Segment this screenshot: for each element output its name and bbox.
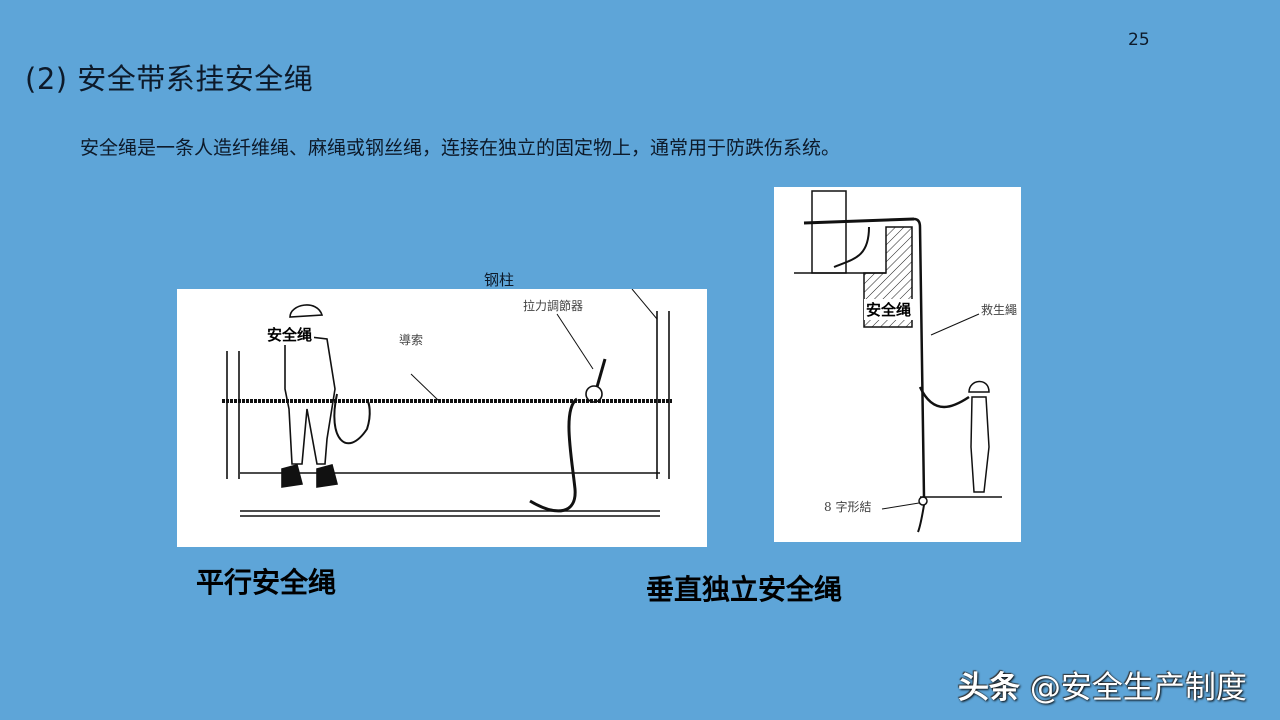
watermark-platform: 头条 xyxy=(958,670,1020,706)
vertical-lifeline-drawing xyxy=(794,190,1002,533)
page-number: 25 xyxy=(1128,30,1150,50)
safety-rope-label: 安全绳 xyxy=(864,299,914,320)
tensioner-label: 拉力調節器 xyxy=(523,299,584,313)
watermark-account: @安全生产制度 xyxy=(1029,670,1247,706)
horizontal-lifeline-caption: 平行安全绳 xyxy=(196,566,337,599)
horizontal-lifeline-drawing xyxy=(222,289,672,517)
vertical-lifeline-caption: 垂直独立安全绳 xyxy=(646,573,843,606)
guide-cable-label: 導索 xyxy=(399,333,424,347)
intro-text: 安全绳是一条人造纤维绳、麻绳或钢丝绳，连接在独立的固定物上，通常用于防跌伤系统。 xyxy=(80,137,841,159)
watermark: 头条 @安全生产制度 xyxy=(958,662,1247,707)
horizontal-lifeline-illustration: 安全绳 導索 拉力調節器 xyxy=(177,289,707,547)
figure-eight-knot-label: 8 字形結 xyxy=(824,500,872,514)
slide-title: (2) 安全带系挂安全绳 xyxy=(25,62,314,96)
lifeline-label: 救生繩 xyxy=(981,303,1018,317)
vertical-lifeline-illustration: 安全绳 救生繩 8 字形結 xyxy=(774,187,1021,542)
steel-column-label: 钢柱 xyxy=(484,271,515,289)
safety-rope-label: 安全绳 xyxy=(265,324,315,345)
